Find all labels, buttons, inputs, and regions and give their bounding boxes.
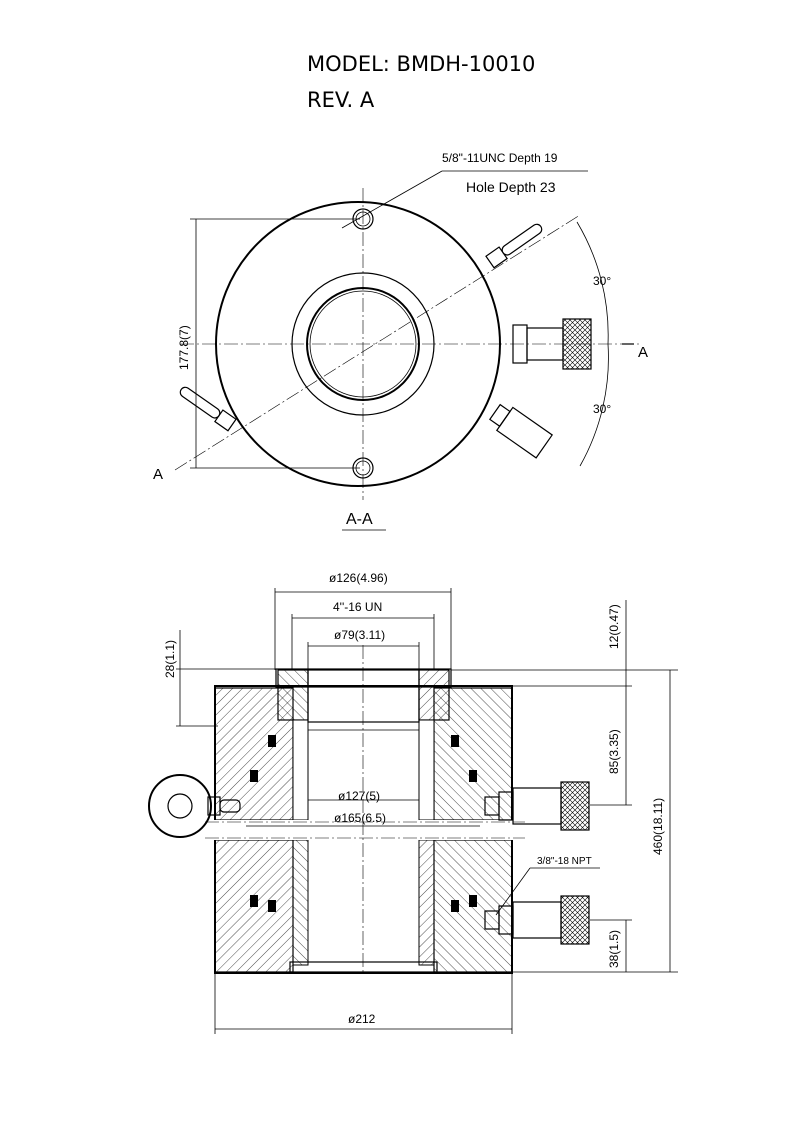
plunger-circle <box>306 287 420 401</box>
left-breather-stem <box>179 386 221 419</box>
lifting-eye-stem <box>219 799 241 813</box>
lower-coupler-body <box>495 406 554 459</box>
angle-arc-upper <box>576 221 609 345</box>
lower-port-sleeve <box>560 895 590 945</box>
lifting-eye <box>148 774 241 838</box>
seal-l4 <box>250 895 258 907</box>
seal-r4 <box>469 895 477 907</box>
dim-outer-top: ø126(4.96) <box>329 571 388 585</box>
height-dim: 177.8(7) <box>177 325 191 370</box>
seal-l2 <box>250 770 258 782</box>
revision-label: REV. A <box>307 88 375 112</box>
plunger-base <box>289 961 438 973</box>
seal-l3 <box>268 900 276 912</box>
lifting-eye-ring <box>148 774 212 838</box>
plunger-left-wall <box>292 719 309 821</box>
model-title: MODEL: BMDH-10010 <box>307 52 536 76</box>
seal-r1 <box>451 735 459 747</box>
coupler-knurled-sleeve <box>562 318 592 370</box>
hole-depth-note: Hole Depth 23 <box>466 179 556 195</box>
dim-top-offset: 12(0.47) <box>607 604 621 649</box>
dim-thread: 4''-16 UN <box>333 600 382 614</box>
top-view: 5/8"-11UNC Depth 19 Hole Depth 23 177.8(… <box>153 151 648 531</box>
angle-lower: 30° <box>593 402 611 416</box>
port-note-leader <box>495 867 531 916</box>
plunger-inner-circle <box>309 290 417 398</box>
section-view: ø126(4.96) 4''-16 UN ø79(3.11) ø127(5) ø… <box>148 571 678 1034</box>
section-cut-line <box>174 214 581 471</box>
lifting-eye-hole <box>167 793 193 819</box>
seal-r3 <box>451 900 459 912</box>
seal-l1 <box>268 735 276 747</box>
section-label: A-A <box>346 511 373 528</box>
dim-bore: ø165(6.5) <box>334 811 386 825</box>
cylinder-outer-circle <box>215 201 501 487</box>
dim-bottom: 38(1.5) <box>607 930 621 968</box>
dim-plunger-inner: ø79(3.11) <box>334 628 385 642</box>
angle-arc-lower <box>579 343 609 467</box>
left-breather-base <box>214 409 237 432</box>
lower-port-body <box>512 901 562 939</box>
section-mark-right: A <box>638 344 648 361</box>
thread-note: 5/8"-11UNC Depth 19 <box>442 151 558 165</box>
port-note: 3/8"-18 NPT <box>537 856 592 867</box>
upper-port-sleeve <box>560 781 590 831</box>
top-collar <box>275 668 452 688</box>
lower-coupler <box>489 403 554 459</box>
collar-circle <box>291 272 435 416</box>
plunger-left-top <box>277 669 309 721</box>
plunger-head <box>307 669 420 723</box>
plunger-right-wall-lower <box>418 839 435 966</box>
upper-port-body <box>512 787 562 825</box>
plunger-right-wall <box>418 719 435 821</box>
upper-breather <box>485 223 543 269</box>
dim-base: ø212 <box>348 1012 376 1026</box>
dim-plunger: ø127(5) <box>338 789 380 803</box>
seal-r2 <box>469 770 477 782</box>
right-coupler <box>512 318 592 370</box>
upper-breather-stem <box>501 223 543 256</box>
section-mark-left: A <box>153 466 163 483</box>
upper-breather-base <box>485 246 508 269</box>
lower-port-coupler <box>484 895 590 945</box>
dim-left-height: 28(1.1) <box>163 640 177 678</box>
thread-leader-line <box>341 170 443 229</box>
dim-port-height: 85(3.35) <box>607 729 621 774</box>
dim-total: 460(18.11) <box>651 798 665 855</box>
left-breather <box>179 386 237 432</box>
break-band <box>205 820 525 840</box>
plunger-right-top <box>418 669 450 721</box>
plunger-left-wall-lower <box>292 839 309 966</box>
angle-upper: 30° <box>593 274 611 288</box>
upper-port-coupler <box>484 781 590 831</box>
